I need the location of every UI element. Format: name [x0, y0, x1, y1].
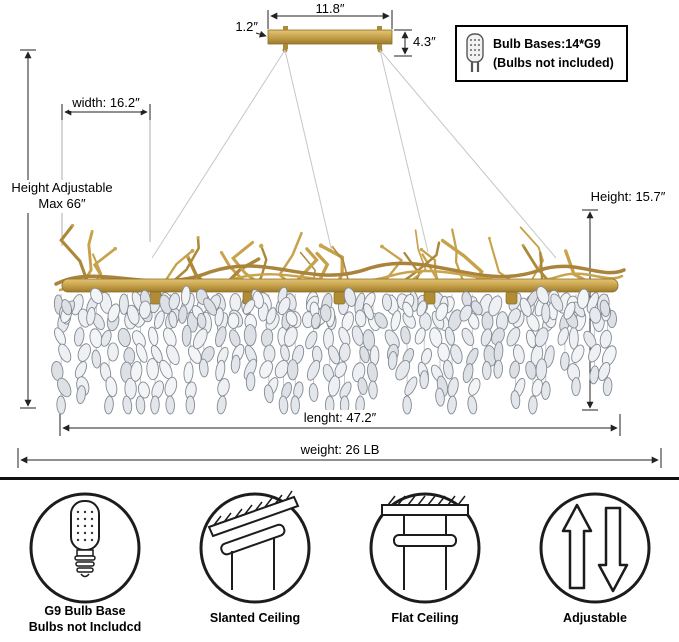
chandelier-illustration	[51, 223, 617, 415]
feature-icons	[29, 490, 651, 604]
feature-slanted-ceiling-label: Slanted Ceiling	[209, 611, 301, 625]
slanted-ceiling-icon	[207, 490, 300, 590]
fixture-height-label: Height: 15.7″	[590, 189, 666, 204]
adjustable-arrows-icon	[561, 503, 629, 593]
height-adjustable-line2: Max 66″	[38, 196, 86, 212]
dimension-lines	[17, 10, 662, 468]
fixture-length-label: lenght: 47.2″	[300, 410, 380, 427]
height-adjustable-line1: Height Adjustable	[11, 180, 113, 195]
g9-bulb-icon	[466, 32, 484, 72]
flat-ceiling-icon	[381, 495, 469, 590]
feature-g9-bulb-label: G9 Bulb Base	[44, 604, 126, 618]
suspension-wires	[151, 49, 557, 259]
bulbs-not-included-text: (Bulbs not included)	[493, 55, 614, 70]
canopy-thickness-label: 1.2″	[235, 19, 258, 34]
canopy-bar	[267, 26, 393, 53]
bulb-bases-text: Bulb Bases:14*G9	[493, 36, 601, 51]
g9-bulb-icon	[70, 500, 100, 578]
bulb-info-box: Bulb Bases:14*G9 (Bulbs not included)	[455, 25, 628, 82]
canopy-width-label: 11.8″	[315, 1, 345, 16]
feature-g9-bulb-sublabel: Bulbs not Includcd	[28, 620, 142, 634]
feature-flat-ceiling-label: Flat Ceiling	[391, 611, 459, 625]
canopy-drop-label: 4.3″	[413, 34, 436, 49]
section-divider	[0, 477, 679, 480]
height-adjustable-label: Height Adjustable Max 66″	[8, 180, 116, 213]
fixture-weight-label: weight: 26 LB	[297, 442, 383, 459]
feature-adjustable-label: Adjustable	[563, 611, 627, 625]
fixture-depth-label: width: 16.2″	[69, 95, 143, 112]
chandelier-crystal-overlay	[59, 285, 612, 330]
